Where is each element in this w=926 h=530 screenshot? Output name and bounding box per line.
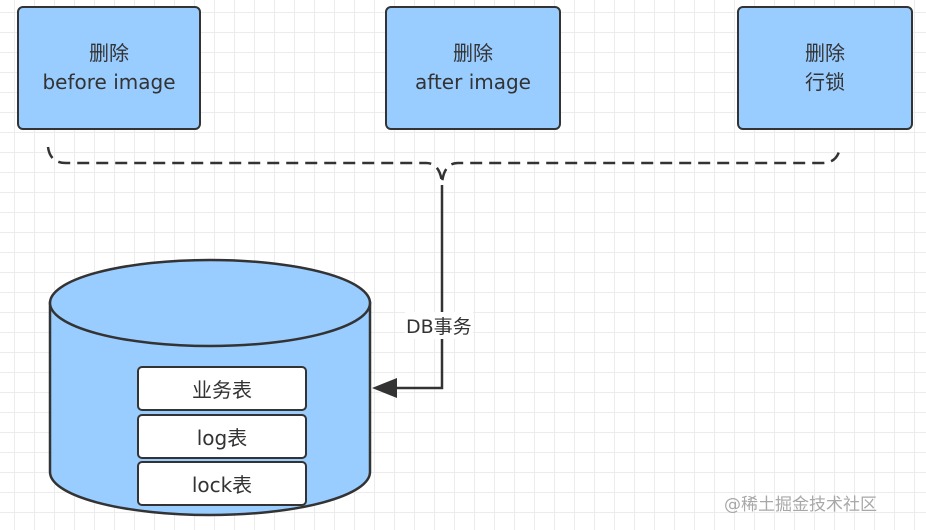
row-lock-node-line2: 行锁 <box>805 70 845 94</box>
arrowhead-icon <box>372 378 397 398</box>
lock-table-node[interactable]: lock表 <box>137 461 307 506</box>
before-image-node[interactable]: 删除 before image <box>17 6 201 130</box>
row-lock-node-line1: 删除 <box>805 41 845 65</box>
database-cylinder-top <box>48 258 372 348</box>
after-image-node-line2: after image <box>415 70 531 94</box>
log-table-node[interactable]: log表 <box>137 414 307 459</box>
before-image-node-line1: 删除 <box>89 41 129 65</box>
group-brace <box>46 146 842 184</box>
after-image-node-line1: 删除 <box>453 41 493 65</box>
after-image-node[interactable]: 删除 after image <box>385 6 561 130</box>
before-image-node-line2: before image <box>42 70 176 94</box>
business-table-node[interactable]: 业务表 <box>137 366 307 411</box>
transaction-connector <box>395 185 444 390</box>
row-lock-node[interactable]: 删除 行锁 <box>737 6 913 130</box>
watermark: @稀土掘金技术社区 <box>724 495 877 515</box>
db-transaction-label: DB事务 <box>405 312 473 339</box>
